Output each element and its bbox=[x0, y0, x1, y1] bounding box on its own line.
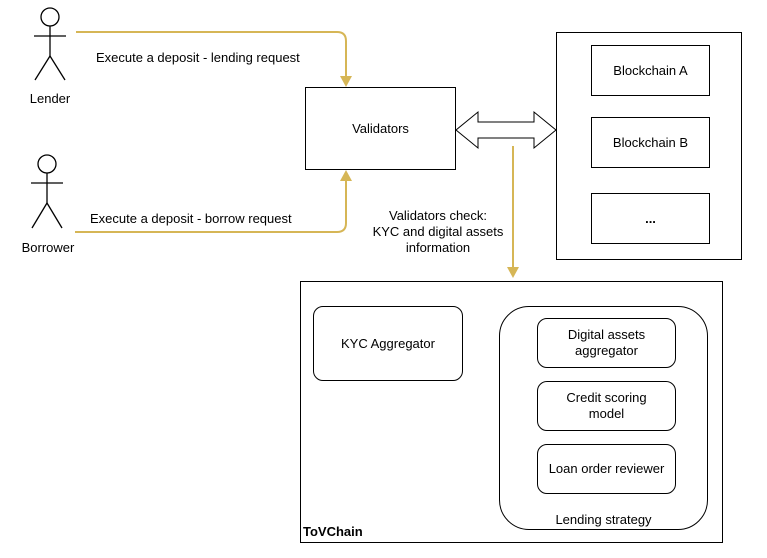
borrower-request-label: Execute a deposit - borrow request bbox=[90, 211, 292, 226]
validators-check-label: Validators check: KYC and digital assets… bbox=[348, 208, 528, 256]
tovchain-container bbox=[300, 281, 723, 543]
loan-order-reviewer-label: Loan order reviewer bbox=[548, 461, 665, 476]
lending-strategy-container bbox=[499, 306, 708, 530]
blockchain-a-label: Blockchain A bbox=[613, 62, 688, 78]
validators-check-line-3: information bbox=[405, 240, 471, 255]
blockchain-a-box: Blockchain A bbox=[591, 45, 710, 96]
borrower-request-arrow bbox=[75, 170, 352, 233]
kyc-aggregator-box: KYC Aggregator bbox=[313, 306, 463, 381]
tovchain-title: ToVChain bbox=[303, 524, 363, 539]
kyc-aggregator-label: KYC Aggregator bbox=[341, 335, 435, 351]
bidirectional-arrow-icon bbox=[455, 110, 557, 150]
validators-check-line-2: KYC and digital assets bbox=[372, 224, 504, 239]
lender-request-arrow bbox=[76, 31, 352, 87]
lending-strategy-label: Lending strategy bbox=[555, 512, 652, 527]
loan-order-reviewer-box: Loan order reviewer bbox=[537, 444, 676, 494]
borrower-label: Borrower bbox=[21, 240, 75, 255]
credit-scoring-model-box: Credit scoring model bbox=[537, 381, 676, 431]
lender-actor-icon bbox=[34, 7, 66, 81]
blockchain-b-box: Blockchain B bbox=[591, 117, 710, 168]
validators-check-arrow bbox=[507, 146, 519, 278]
digital-assets-aggregator-line-1: Digital assets bbox=[567, 327, 646, 342]
blockchains-container bbox=[556, 32, 742, 260]
blockchain-b-label: Blockchain B bbox=[612, 134, 689, 150]
validators-check-line-1: Validators check: bbox=[388, 208, 488, 223]
blockchain-more-label: ... bbox=[645, 210, 656, 226]
digital-assets-aggregator-line-2: aggregator bbox=[575, 343, 638, 358]
validators-box: Validators bbox=[305, 87, 456, 170]
lender-request-label: Execute a deposit - lending request bbox=[96, 50, 300, 65]
credit-scoring-model-line-2: model bbox=[588, 406, 625, 421]
blockchain-more-box: ... bbox=[591, 193, 710, 244]
validators-label: Validators bbox=[352, 120, 409, 136]
lender-label: Lender bbox=[29, 91, 71, 106]
credit-scoring-model-line-1: Credit scoring bbox=[566, 390, 647, 405]
digital-assets-aggregator-box: Digital assets aggregator bbox=[537, 318, 676, 368]
borrower-actor-icon bbox=[31, 154, 63, 229]
